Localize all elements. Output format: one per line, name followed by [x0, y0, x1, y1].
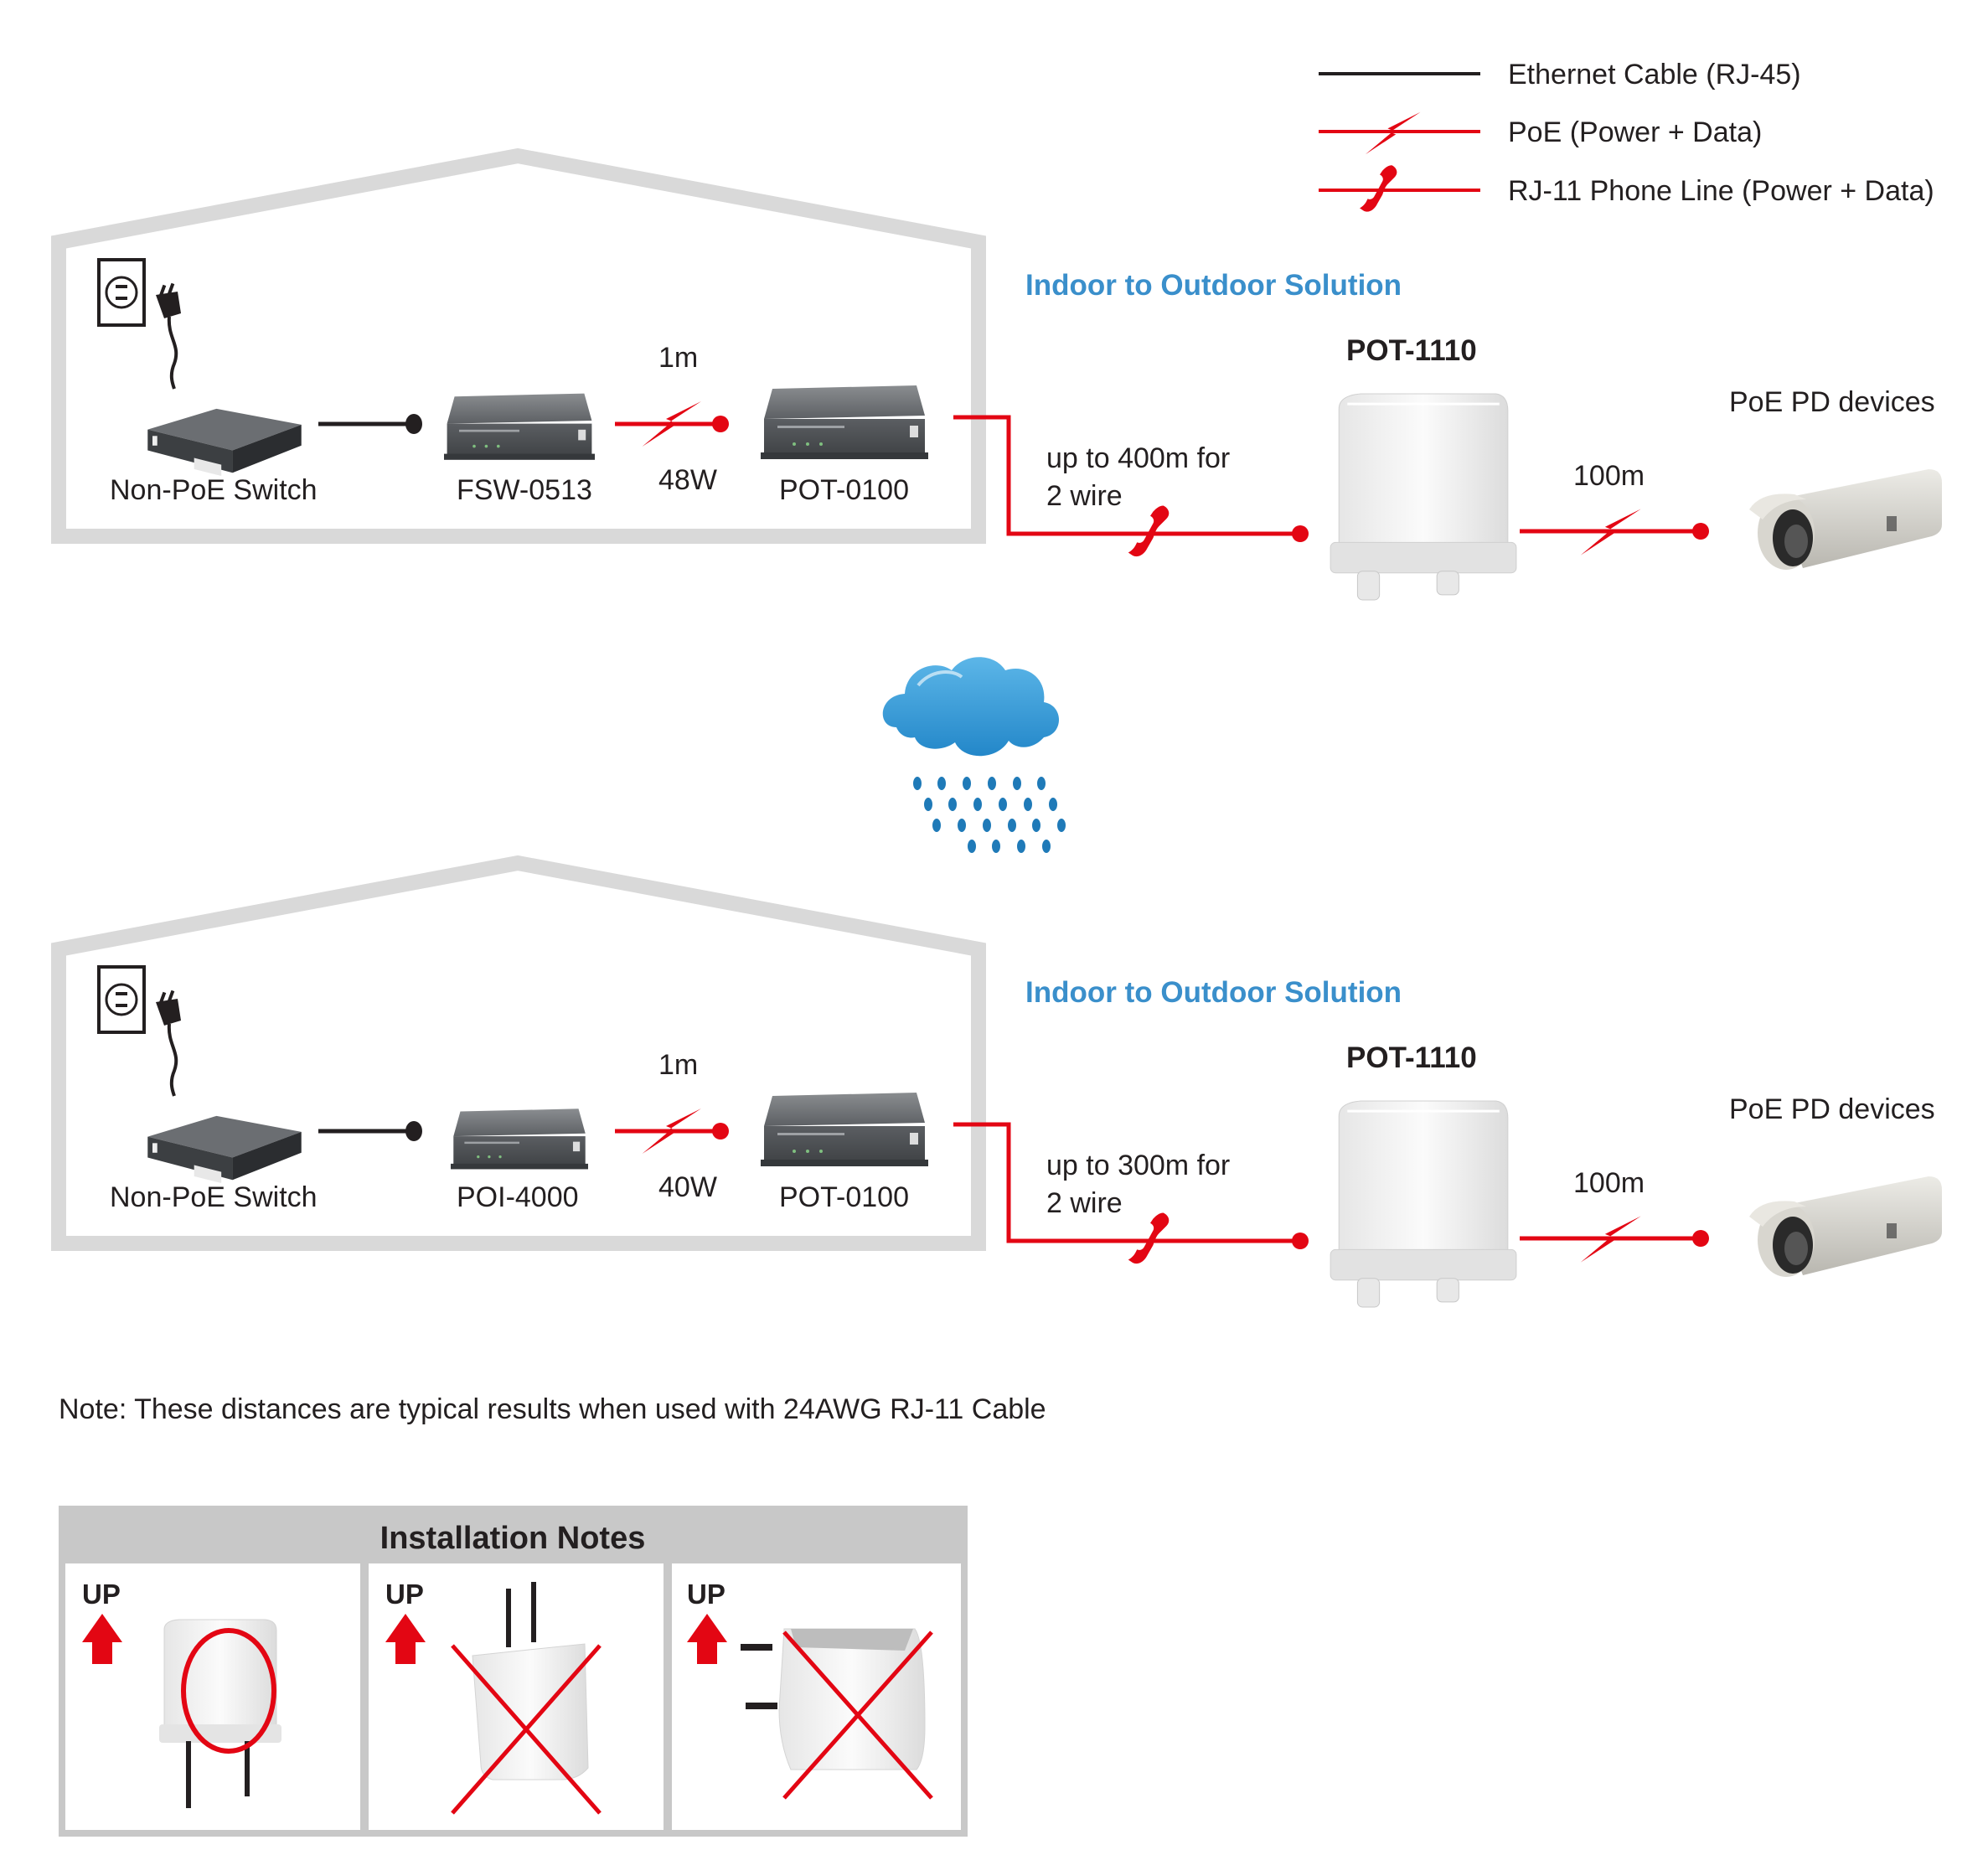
diagram-2: Non-PoE Switch POI-4000 1m 40W POT-0100 … [51, 855, 1942, 1309]
pot-0100-image [761, 1093, 928, 1166]
house-outline [51, 147, 986, 544]
rj11-phone-line [953, 415, 1300, 536]
section-title: Indoor to Outdoor Solution [1025, 269, 1402, 302]
up-arrow-icon [385, 1614, 426, 1664]
phone-handset-icon [1128, 1212, 1170, 1264]
rain-cloud-icon [882, 657, 1066, 853]
section-title: Indoor to Outdoor Solution [1025, 976, 1402, 1009]
distance-label-line2: 2 wire [1046, 480, 1123, 512]
install-panel-sideways: UP [672, 1563, 961, 1830]
incorrect-cross-icon [782, 1631, 933, 1800]
phone-handset-icon [1360, 165, 1397, 212]
poe-length-label: 1m [658, 342, 698, 374]
poe-length-label: 100m [1573, 460, 1645, 492]
device-upside-down-image [472, 1582, 589, 1780]
pot-1110-image [1329, 392, 1518, 602]
distance-note: Note: These distances are typical result… [59, 1393, 1046, 1425]
up-label: UP [385, 1579, 424, 1610]
distance-label-line2: 2 wire [1046, 1187, 1123, 1219]
endpoint-label: PoE PD devices [1729, 386, 1935, 418]
up-label: UP [82, 1579, 121, 1610]
connector-dot [712, 416, 729, 432]
power-outlet-icon [97, 258, 183, 390]
repeater-label: POT-0100 [779, 1181, 909, 1213]
outdoor-device-label: POT-1110 [1346, 334, 1477, 367]
pot-1110-image [1329, 1099, 1518, 1309]
pot-0100-image [761, 385, 928, 459]
up-arrow-icon [687, 1614, 727, 1664]
legend-label: Ethernet Cable (RJ-45) [1508, 59, 1801, 90]
ip-camera-image [1749, 469, 1942, 570]
connector-dot [1692, 1230, 1709, 1247]
fsw-0513-image [444, 393, 595, 460]
correct-circle-icon [181, 1628, 276, 1754]
legend: Ethernet Cable (RJ-45) PoE (Power + Data… [1319, 59, 1934, 212]
poi-4000-image [451, 1109, 588, 1170]
connector-dot [405, 1121, 422, 1141]
up-arrow-icon [82, 1614, 122, 1664]
legend-item-ethernet: Ethernet Cable (RJ-45) [1319, 59, 1801, 90]
incorrect-cross-icon [451, 1644, 602, 1815]
connector-dot [712, 1123, 729, 1140]
distance-label-line1: up to 300m for [1046, 1150, 1230, 1181]
connector-dot [1292, 1233, 1309, 1249]
switch-label: Non-PoE Switch [110, 474, 318, 506]
rj11-phone-line [953, 1122, 1300, 1243]
poe-length-label: 100m [1573, 1167, 1645, 1199]
legend-item-poe: PoE (Power + Data) [1319, 111, 1762, 155]
endpoint-label: PoE PD devices [1729, 1093, 1935, 1125]
installation-notes-title: Installation Notes [380, 1521, 646, 1556]
injector-label: FSW-0513 [457, 474, 592, 506]
device-sideways-image [741, 1628, 926, 1770]
poe-length-label: 1m [658, 1049, 698, 1081]
device-upright-image [159, 1619, 281, 1808]
switch-label: Non-PoE Switch [110, 1181, 318, 1213]
install-panel-upside-down: UP [369, 1563, 664, 1830]
poe-power-label: 40W [658, 1171, 717, 1203]
phone-handset-icon [1128, 505, 1170, 557]
up-label: UP [687, 1579, 725, 1610]
connector-dot [1292, 525, 1309, 542]
legend-label: RJ-11 Phone Line (Power + Data) [1508, 175, 1934, 207]
poe-power-label: 48W [658, 464, 717, 496]
ip-camera-image [1749, 1176, 1942, 1277]
power-outlet-icon [97, 965, 183, 1098]
raindrops [913, 777, 1066, 853]
connector-dot [1692, 523, 1709, 540]
connector-dot [405, 414, 422, 434]
diagram-1: Non-PoE Switch FSW-0513 1m 48W POT-0100 … [51, 147, 1942, 602]
house-outline [51, 855, 986, 1251]
non-poe-switch-image [147, 408, 302, 477]
non-poe-switch-image [147, 1115, 302, 1184]
legend-item-rj11: RJ-11 Phone Line (Power + Data) [1319, 165, 1934, 212]
legend-label: PoE (Power + Data) [1508, 116, 1762, 148]
injector-label: POI-4000 [457, 1181, 579, 1213]
install-panel-correct: UP [65, 1563, 360, 1830]
distance-label-line1: up to 400m for [1046, 442, 1230, 474]
outdoor-device-label: POT-1110 [1346, 1041, 1477, 1074]
repeater-label: POT-0100 [779, 474, 909, 506]
installation-notes: Installation Notes UP UP [59, 1506, 968, 1837]
